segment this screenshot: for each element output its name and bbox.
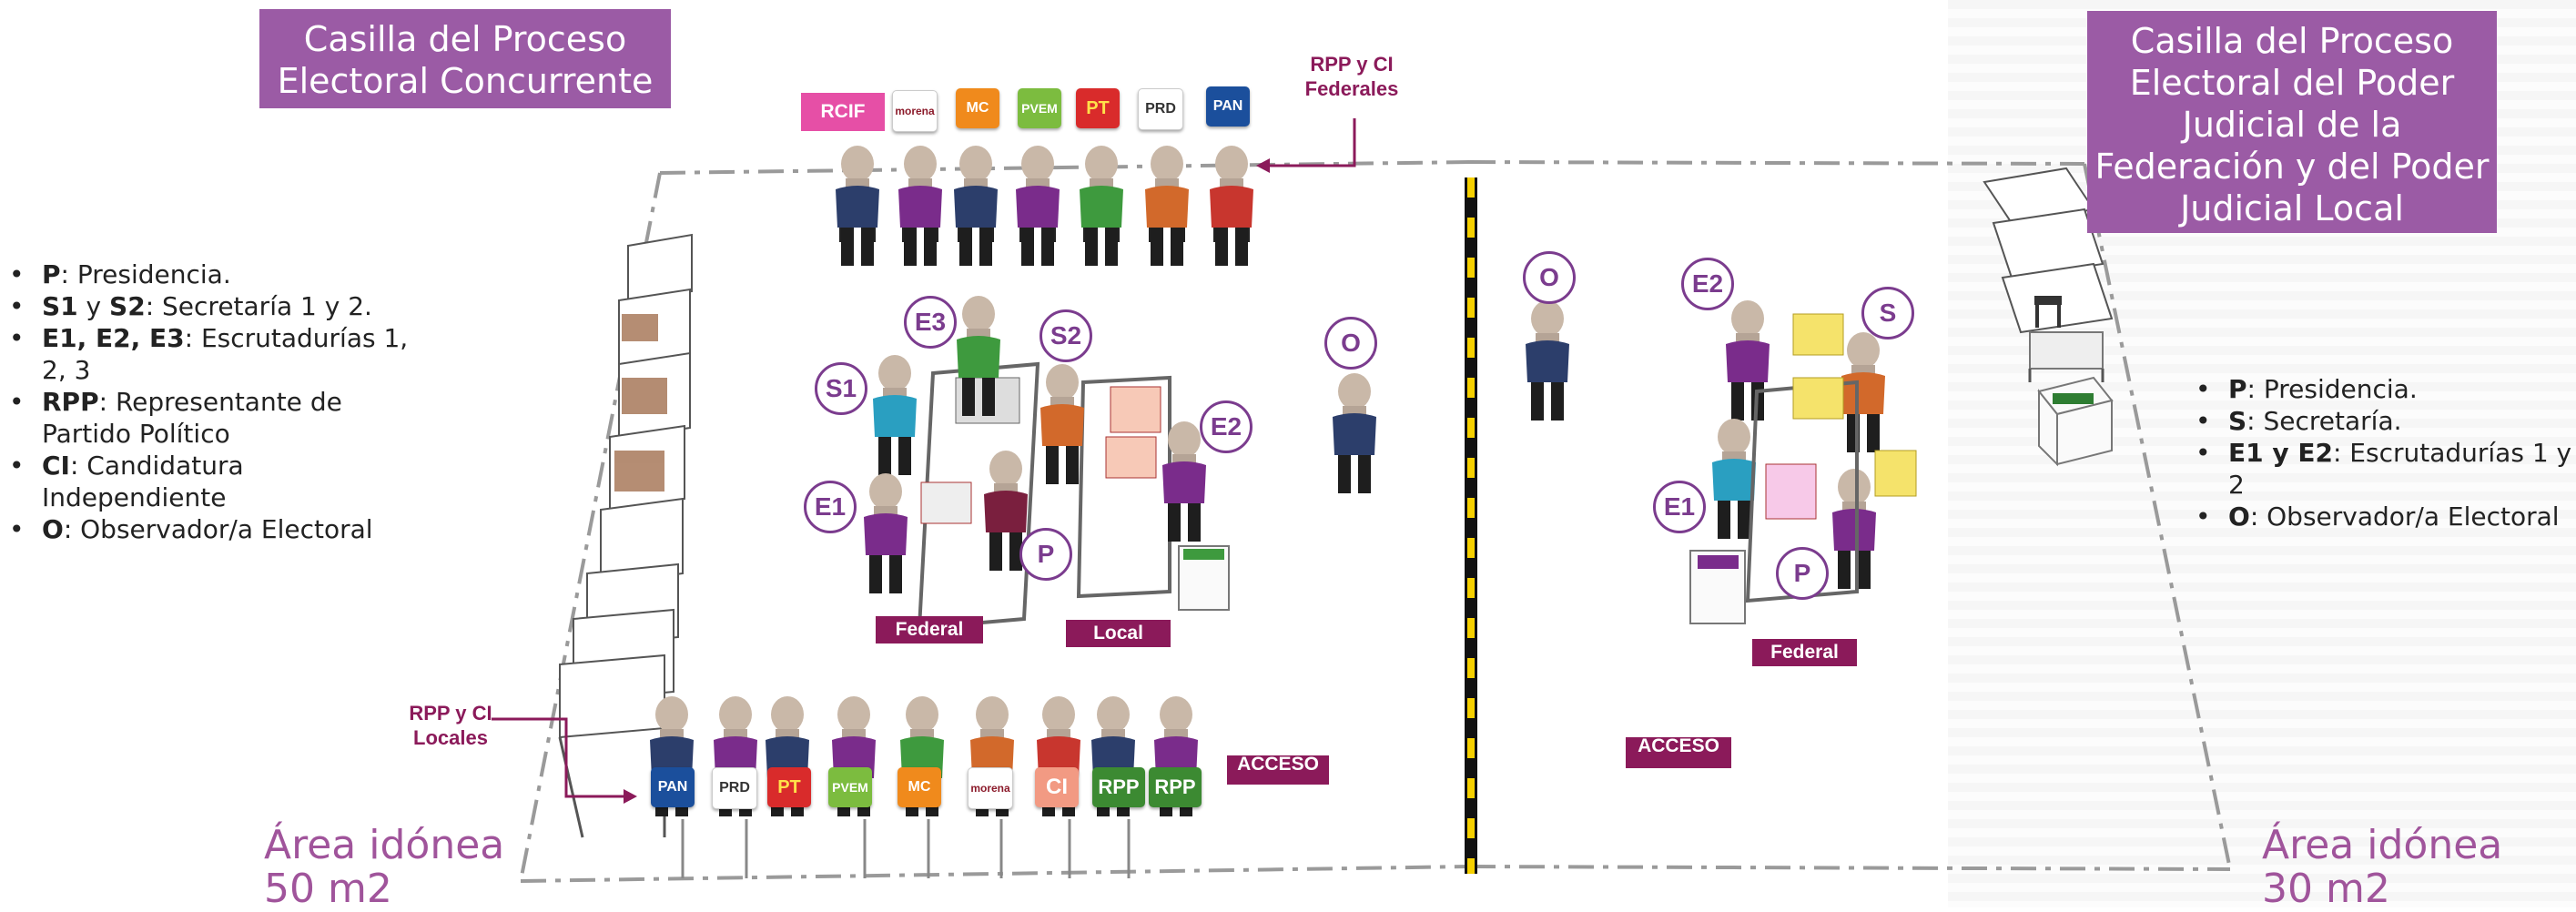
local-left-tag: Local [1066,620,1171,647]
legend-item-e: E1 y E2: Escrutadurías 1 y 2 [2196,437,2576,501]
role-badge-s: S [1861,287,1914,339]
legend-item-s: S1 y S2: Secretaría 1 y 2. [9,290,410,322]
legend-item-s: S: Secretaría. [2196,405,2576,437]
ci-logo: CI [1035,767,1079,807]
party-logo-prd: PRD [1138,88,1183,130]
role-badge-e2: E2 [1681,258,1734,310]
rpp-logo: RPP [1149,767,1202,807]
area-left-line1: Área idónea [264,822,505,868]
party-logo-mc: MC [898,767,941,807]
role-badge-e1: E1 [804,481,857,533]
legend-item-rpp: RPP: Representante de Partido Político [9,386,410,450]
federal-right-tag: Federal [1752,639,1857,666]
legend-item-e: E1, E2, E3: Escrutadurías 1, 2, 3 [9,322,410,386]
callout-federal: RPP y CI Federales [1304,53,1399,100]
legend-item-ci: CI: Candidatura Independiente [9,450,410,513]
left-legend: P: Presidencia. S1 y S2: Secretaría 1 y … [9,258,410,545]
rcif-badge: RCIF [801,93,885,131]
role-badge-e3: E3 [904,296,957,349]
role-badge-e2: E2 [1200,400,1253,453]
right-casilla-title: Casilla del Proceso Electoral del Poder … [2087,11,2497,233]
role-badge-s2: S2 [1040,309,1092,362]
role-badge-p: P [1776,547,1829,600]
acceso-left-door: ACCESO [1227,755,1329,785]
party-logo-mc: MC [956,88,999,128]
party-logo-pt: PT [1076,88,1120,128]
role-badge-o: O [1523,251,1576,304]
party-logo-pt: PT [767,767,811,807]
party-logo-pan: PAN [1206,86,1250,127]
left-casilla-title-text: Casilla del Proceso Electoral Concurrent… [277,19,654,101]
role-badge-s1: S1 [815,362,867,415]
party-logo-pvem: PVEM [1018,88,1061,128]
right-casilla-title-text: Casilla del Proceso Electoral del Poder … [2094,21,2490,228]
party-logo-pan: PAN [651,767,695,807]
area-right-label: Área idónea 30 m2 [2262,824,2502,911]
role-badge-e1: E1 [1653,481,1706,533]
party-logo-morena: morena [892,90,938,132]
callout-local: RPP y CI Locales [409,702,492,749]
legend-item-p: P: Presidencia. [9,258,410,290]
rpp-logo: RPP [1092,767,1145,807]
left-casilla-title: Casilla del Proceso Electoral Concurrent… [259,9,671,108]
legend-item-p: P: Presidencia. [2196,373,2576,405]
federal-left-tag: Federal [876,616,983,643]
role-badge-o: O [1324,317,1377,370]
area-left-label: Área idónea 50 m2 [264,824,504,911]
role-badge-p: P [1019,528,1072,581]
party-logo-morena: morena [968,767,1013,809]
area-left-line2: 50 m2 [264,866,392,912]
area-right-line1: Área idónea [2262,822,2503,868]
legend-item-o: O: Observador/a Electoral [9,513,410,545]
right-legend: P: Presidencia. S: Secretaría. E1 y E2: … [2196,373,2576,532]
acceso-right-door: ACCESO [1626,737,1731,768]
party-logo-prd: PRD [712,767,757,809]
area-right-line2: 30 m2 [2262,866,2390,912]
legend-item-o: O: Observador/a Electoral [2196,501,2576,532]
party-logo-pvem: PVEM [828,767,872,807]
